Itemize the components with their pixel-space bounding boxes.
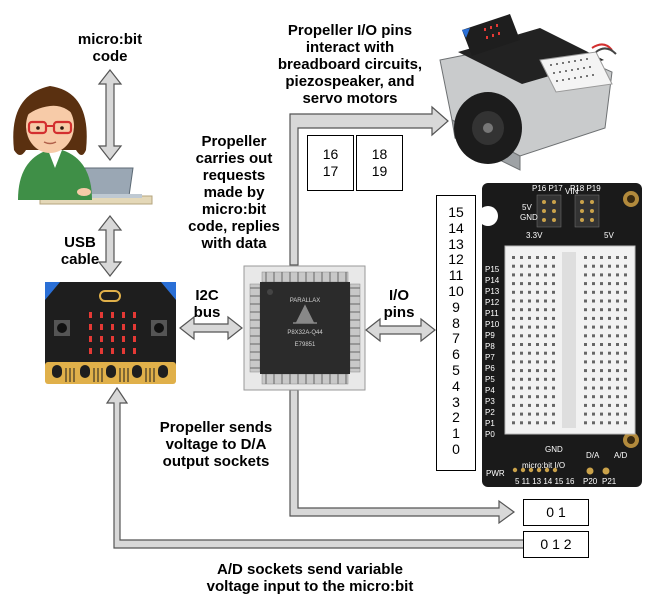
board-pin-label: P7: [485, 353, 495, 362]
board-pin-label: P13: [485, 287, 500, 296]
pin-number: 0: [452, 440, 460, 457]
pin-number: 11: [448, 267, 464, 284]
vin-label: 5V: [522, 203, 532, 212]
pin-number: 12: [448, 251, 464, 268]
pin-number: 10: [448, 282, 464, 299]
voltage-right-label: 5V: [604, 231, 614, 240]
gnd-label-top: GND: [520, 213, 538, 222]
pin-number: 4: [452, 377, 460, 394]
pin-number: 15: [448, 204, 464, 220]
da-board-label: D/A: [586, 451, 600, 460]
board-pin-label: P10: [485, 320, 500, 329]
board-pin-label: P6: [485, 364, 495, 373]
pin-number: 9: [452, 298, 460, 315]
board-pin-label: P14: [485, 276, 500, 285]
brand-label: micro:bit I/O: [522, 461, 565, 470]
da-arrow: [289, 389, 516, 525]
board-pin-label: P11: [485, 309, 499, 318]
pin-number: 5: [452, 361, 460, 378]
ad-arrow: [105, 386, 530, 549]
pin-number: 16: [322, 146, 339, 162]
pin-number: 14: [448, 219, 464, 236]
chip-model: P8X32A-Q44: [287, 330, 323, 336]
breadboard-holes: [512, 256, 627, 425]
p20-label: P20: [583, 477, 598, 486]
pin-number: 7: [452, 330, 460, 347]
p21-label: P21: [602, 477, 617, 486]
pin-number: 13: [448, 235, 464, 252]
board-pin-label: P0: [485, 430, 495, 439]
board-pin-label: P2: [485, 408, 495, 417]
pwr-label: PWR: [486, 469, 505, 478]
board-pin-label: P5: [485, 375, 495, 384]
board-pin-label: P12: [485, 298, 500, 307]
board-pin-label: P4: [485, 386, 495, 395]
header-left-label: P16 P17: [532, 184, 563, 193]
board-pin-label: P8: [485, 342, 495, 351]
board-pin-label: P9: [485, 331, 495, 340]
vin-top-label: VIN: [565, 187, 579, 196]
bottom-pins-label: 5 11 13 14 15 16: [515, 477, 575, 486]
i2c-arrow: [179, 315, 243, 341]
pin-number: 3: [452, 393, 460, 410]
voltage-left-label: 3.3V: [526, 231, 543, 240]
pin-number: 1: [452, 425, 460, 442]
pin-number: 19: [371, 163, 388, 179]
board-pin-label: P3: [485, 397, 495, 406]
board-pin-label: P1: [485, 419, 495, 428]
da-sockets-box: 0 1: [523, 499, 589, 526]
code-arrow: [97, 69, 123, 161]
pin-number: 8: [452, 314, 460, 331]
chip-brand: PARALLAX: [290, 298, 321, 304]
gnd-bottom-label: GND: [545, 445, 563, 454]
pin-number: 6: [452, 346, 460, 363]
chip-code: E79851: [295, 342, 316, 348]
pin-number: 2: [452, 409, 460, 426]
ad-board-label: A/D: [614, 451, 628, 460]
io-arrow: [365, 317, 436, 343]
ad-sockets-box: 0 1 2: [523, 531, 589, 558]
ad-sockets-value: 0 1 2: [540, 536, 572, 552]
da-sockets-value: 0 1: [546, 504, 566, 520]
pin-number: 18: [371, 146, 388, 162]
usb-arrow: [97, 215, 123, 277]
robot-arrow: [289, 105, 449, 266]
board-pin-label: P15: [485, 265, 500, 274]
header-right-label: P18 P19: [570, 184, 601, 193]
pin-number: 17: [322, 163, 339, 179]
